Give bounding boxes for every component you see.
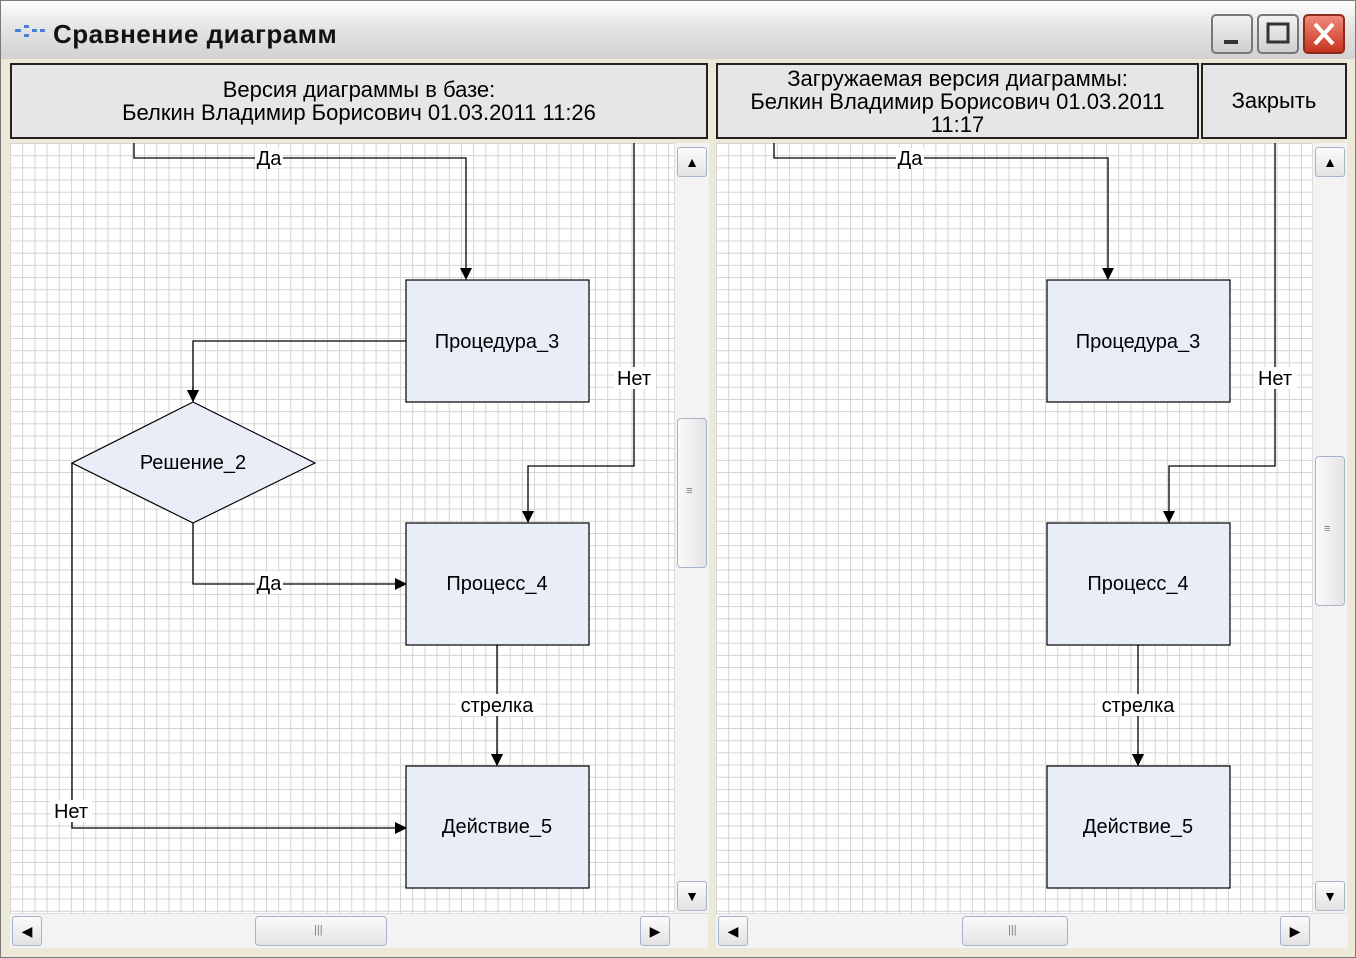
chevron-up-icon: ▲	[1323, 154, 1337, 170]
left-horizontal-scrollbar[interactable]: ◀ ||| ▶	[10, 913, 708, 948]
chevron-down-icon: ▼	[685, 888, 699, 904]
left-diagram-pane: Процедура_3 Решение_2 Процесс_4 Действие…	[10, 143, 710, 948]
right-header-line2: Белкин Владимир Борисович 01.03.2011	[750, 88, 1165, 114]
edge-yes-top-label: Да	[898, 148, 924, 170]
close-icon	[1313, 22, 1335, 46]
chevron-left-icon: ◀	[21, 922, 33, 939]
node-procedure[interactable]	[405, 279, 590, 403]
left-diagram-canvas[interactable]: Процедура_3 Решение_2 Процесс_4 Действие…	[10, 143, 674, 913]
diagram-icon	[15, 25, 45, 37]
chevron-up-icon: ▲	[685, 154, 699, 170]
chevron-down-icon: ▼	[1323, 888, 1337, 904]
maximize-button[interactable]	[1257, 14, 1299, 54]
left-header-line1: Версия диаграммы в базе:	[222, 77, 496, 102]
node-action[interactable]	[405, 765, 590, 889]
edge-yes-top	[133, 143, 472, 280]
edge-no-right	[522, 143, 635, 523]
right-diagram: Процедура_3 Процесс_4 Действие_5 Да Нет …	[773, 143, 1297, 889]
title-bar[interactable]: Сравнение диаграмм	[1, 1, 1355, 59]
node-action-label: Действие_5	[442, 816, 552, 838]
node-procedure-label: Процедура_3	[435, 331, 559, 353]
node-decision-label: Решение_2	[140, 452, 246, 474]
horizontal-scroll-thumb[interactable]: |||	[255, 916, 387, 946]
left-panel-header: Версия диаграммы в базе: Белкин Владимир…	[10, 63, 708, 139]
node-process[interactable]	[405, 522, 590, 646]
node-process-label: Процесс_4	[1087, 573, 1188, 595]
chevron-left-icon: ◀	[727, 922, 739, 939]
edge-yes-decision	[192, 523, 407, 590]
right-horizontal-scrollbar[interactable]: ◀ ||| ▶	[716, 913, 1348, 948]
left-diagram: Процедура_3 Решение_2 Процесс_4 Действие…	[50, 143, 656, 889]
horizontal-scroll-thumb[interactable]: |||	[962, 916, 1068, 946]
scroll-up-button[interactable]: ▲	[677, 147, 707, 177]
right-vertical-scrollbar[interactable]: ▲ ≡ ▼	[1312, 143, 1347, 913]
scroll-right-button[interactable]: ▶	[640, 916, 670, 946]
chevron-right-icon: ▶	[1289, 922, 1301, 939]
edge-arrow-label: стрелка	[1102, 695, 1176, 717]
vertical-scroll-thumb[interactable]: ≡	[1315, 456, 1345, 606]
edge-no-right-label: Нет	[617, 368, 651, 390]
scroll-down-button[interactable]: ▼	[1315, 881, 1345, 911]
edge-procedure-to-decision	[187, 340, 406, 402]
right-panel-header: Загружаемая версия диаграммы: Белкин Вла…	[716, 63, 1199, 139]
edge-no-right	[1163, 143, 1276, 523]
node-procedure-label: Процедура_3	[1076, 331, 1200, 353]
right-diagram-pane: Процедура_3 Процесс_4 Действие_5 Да Нет …	[716, 143, 1348, 948]
chevron-right-icon: ▶	[649, 922, 661, 939]
right-diagram-canvas[interactable]: Процедура_3 Процесс_4 Действие_5 Да Нет …	[716, 143, 1312, 913]
edge-no-left-label: Нет	[54, 801, 88, 823]
edge-yes-decision-label: Да	[257, 573, 283, 595]
node-process-label: Процесс_4	[446, 573, 547, 595]
minimize-button[interactable]	[1211, 14, 1253, 54]
left-header-line2: Белкин Владимир Борисович 01.03.2011 11:…	[122, 100, 596, 125]
scroll-left-button[interactable]: ◀	[718, 916, 748, 946]
edge-no-left	[71, 463, 407, 834]
minimize-icon	[1224, 40, 1238, 44]
left-vertical-scrollbar[interactable]: ▲ ≡ ▼	[674, 143, 709, 913]
right-header-line3: 11:17	[930, 111, 985, 137]
close-window-button[interactable]	[1303, 14, 1345, 54]
node-procedure[interactable]	[1046, 279, 1231, 403]
window-title: Сравнение диаграмм	[53, 19, 338, 49]
right-header-line1: Загружаемая версия диаграммы:	[787, 65, 1128, 91]
edge-no-right-label: Нет	[1258, 368, 1292, 390]
vertical-scroll-thumb[interactable]: ≡	[677, 418, 707, 568]
edge-yes-top-label: Да	[257, 148, 283, 170]
node-action-label: Действие_5	[1083, 816, 1193, 838]
scroll-right-button[interactable]: ▶	[1280, 916, 1310, 946]
close-button[interactable]: Закрыть	[1201, 63, 1347, 139]
node-decision[interactable]	[70, 401, 317, 524]
scroll-left-button[interactable]: ◀	[12, 916, 42, 946]
scroll-down-button[interactable]: ▼	[677, 881, 707, 911]
edge-yes-top	[773, 143, 1114, 280]
maximize-icon	[1266, 22, 1290, 44]
edge-arrow-label: стрелка	[461, 695, 535, 717]
scroll-up-button[interactable]: ▲	[1315, 147, 1345, 177]
node-action[interactable]	[1046, 765, 1231, 889]
node-process[interactable]	[1046, 522, 1231, 646]
